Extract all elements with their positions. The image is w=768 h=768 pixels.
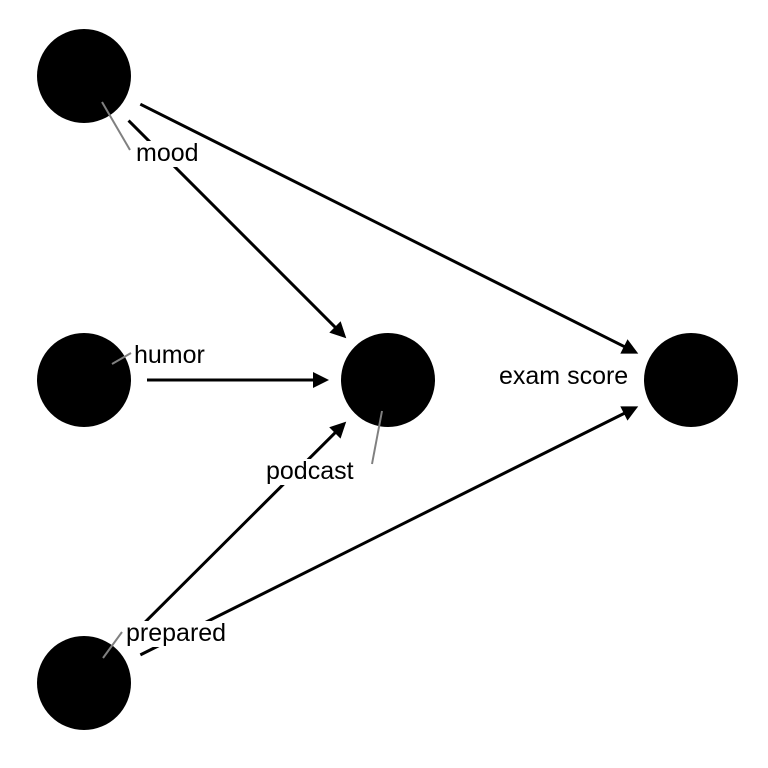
arrowhead-icon — [620, 406, 639, 421]
label-background — [134, 141, 201, 167]
label-leader-line — [101, 101, 131, 151]
node-exam[interactable] — [644, 333, 738, 427]
node-label-prepared: prepared — [124, 619, 229, 647]
node-mood[interactable] — [37, 29, 131, 123]
node-prepared[interactable] — [37, 636, 131, 730]
label-background — [132, 343, 207, 369]
node-label-text: prepared — [126, 619, 226, 647]
arrowhead-icon — [329, 321, 347, 339]
label-background — [124, 621, 229, 647]
node-label-text: exam score — [499, 362, 628, 390]
node-label-text: humor — [134, 341, 205, 369]
node-label-text: podcast — [266, 457, 354, 485]
node-label-mood: mood — [134, 139, 201, 167]
node-label-exam: exam score — [497, 362, 631, 390]
label-leader-line — [102, 631, 123, 659]
edge-humor-to-podcast — [147, 372, 329, 388]
labels-layer: mood humor podcast exam score prepared — [101, 101, 631, 659]
arrowhead-icon — [313, 372, 329, 388]
edge-prepared-to-exam — [139, 406, 639, 657]
label-leader-line — [111, 352, 132, 365]
edge-line — [139, 102, 627, 349]
node-podcast[interactable] — [341, 333, 435, 427]
label-background — [264, 459, 356, 485]
edge-line — [139, 411, 627, 657]
edge-mood-to-exam — [139, 102, 639, 354]
label-background — [497, 364, 631, 390]
label-leader-line — [371, 410, 383, 465]
node-label-podcast: podcast — [264, 457, 356, 485]
node-label-humor: humor — [132, 341, 207, 369]
nodes-layer — [37, 29, 738, 730]
edges-layer — [127, 102, 639, 657]
arrowhead-icon — [329, 421, 347, 439]
node-label-text: mood — [136, 139, 199, 167]
arrowhead-icon — [620, 339, 639, 354]
node-humor[interactable] — [37, 333, 131, 427]
